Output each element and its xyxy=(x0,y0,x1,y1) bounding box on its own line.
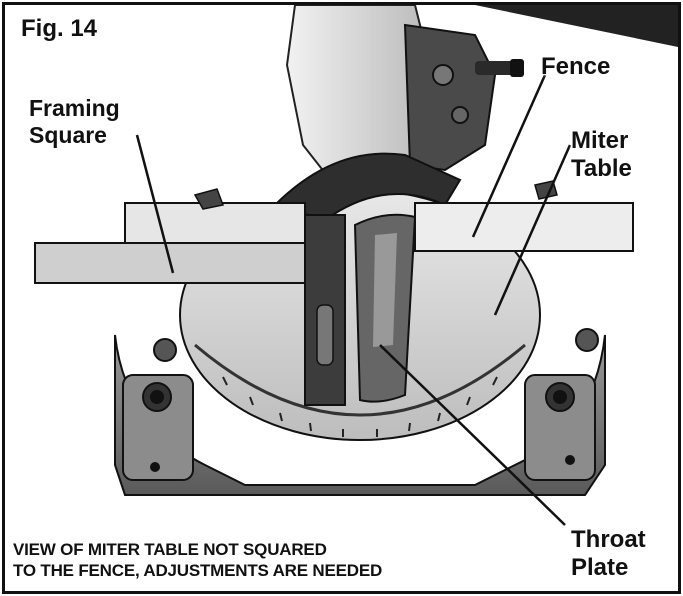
fence-label: Fence xyxy=(541,53,611,80)
figure-label: Fig. 14 xyxy=(21,15,98,42)
miter-scale xyxy=(194,343,526,417)
framing-square-label: Framing Square xyxy=(29,95,120,149)
throat-plate-label-line1: Throat xyxy=(571,526,646,553)
table-knob-left xyxy=(153,338,177,362)
throat-plate-label-line2: Plate xyxy=(571,554,629,582)
leader-lines xyxy=(135,74,572,526)
figure-caption: VIEW OF MITER TABLE NOT SQUARED TO THE F… xyxy=(13,539,382,581)
throat-plate xyxy=(353,213,417,403)
miter-table-label-line1: Miter xyxy=(571,127,629,154)
saw-motor-housing xyxy=(285,5,524,177)
miter-scale-ticks xyxy=(222,376,498,437)
miter-table-label: Miter Table xyxy=(571,127,632,184)
framing-square-label-line2: Square xyxy=(29,122,107,149)
framing-square-label-line1: Framing xyxy=(29,95,120,121)
miter-table-label-line2: Table xyxy=(571,155,632,183)
table-knob-right xyxy=(575,328,599,352)
background-shadow xyxy=(475,5,678,47)
saw-base xyxy=(114,334,606,496)
figure-caption-line1: VIEW OF MITER TABLE NOT SQUARED xyxy=(13,540,327,559)
throat-plate-label: Throat Plate xyxy=(571,526,646,583)
figure-caption-line2: TO THE FENCE, ADJUSTMENTS ARE NEEDED xyxy=(13,561,383,581)
miter-saw-illustration xyxy=(34,5,678,526)
blade-guard xyxy=(273,152,462,222)
